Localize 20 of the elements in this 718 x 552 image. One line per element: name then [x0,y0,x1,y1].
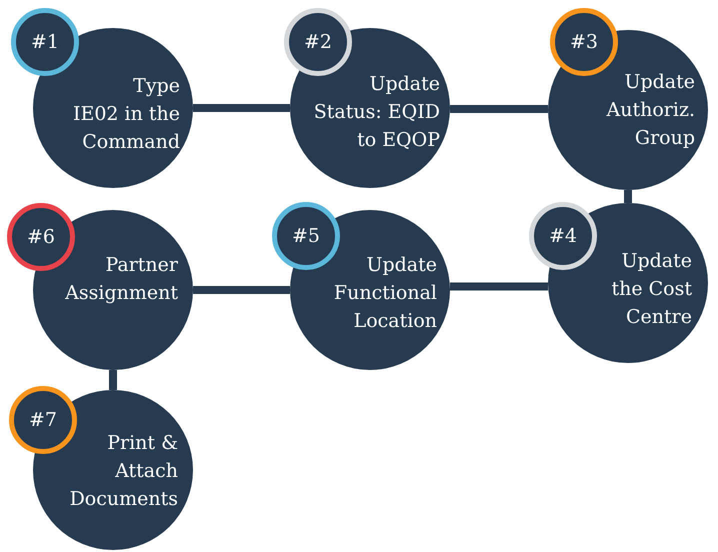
step-number: #3 [570,30,598,55]
step-label: Update Status: EQID to EQOP [314,72,440,153]
connector-line [624,190,632,203]
step-label: Update the Cost Centre [611,249,692,330]
step-label: Partner Assignment [65,253,178,306]
connector-line [193,286,290,294]
connector-line [109,370,117,390]
step-number: #1 [30,30,59,55]
connector-line [450,105,548,113]
step-label: Update Authoriz. Group [606,70,695,151]
step-number: #7 [28,408,57,433]
step-number: #5 [292,224,320,249]
step-label: Type IE02 in the Command [72,74,180,155]
step-number: #2 [304,30,332,55]
step-number: #6 [26,225,55,250]
step-label: Update Functional Location [334,253,437,334]
step-number: #4 [548,224,577,249]
connector-line [450,282,548,290]
connector-line [193,104,290,112]
step-label: Print & Attach Documents [70,431,178,512]
